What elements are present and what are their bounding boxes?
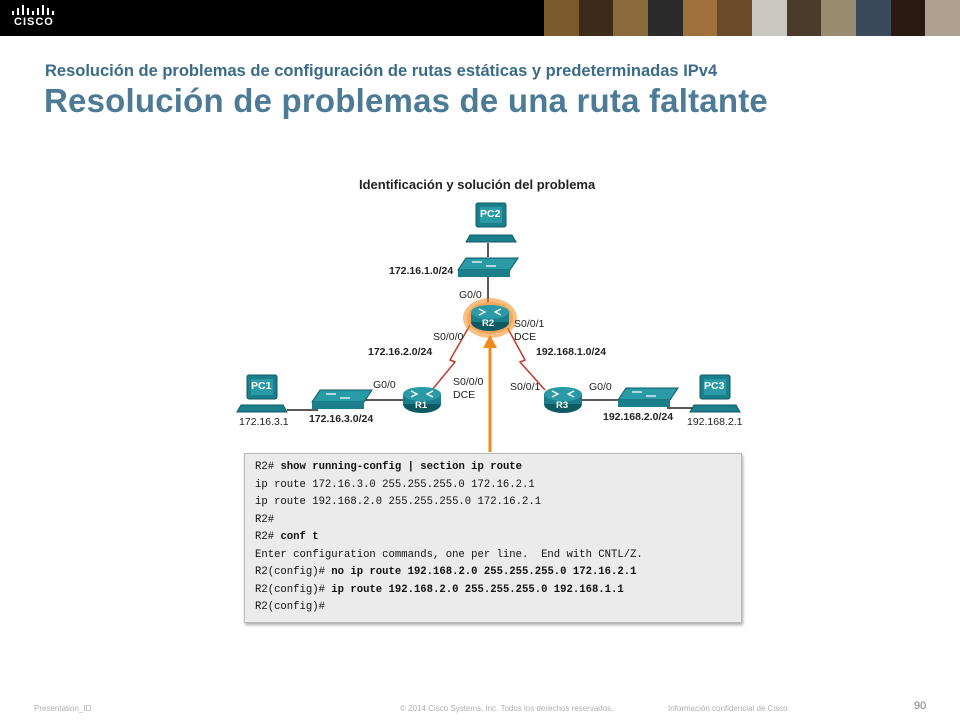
r2-label: R2 <box>482 318 495 329</box>
net-right-wan-label: 192.168.1.0/24 <box>536 346 607 358</box>
serial-link-r1-r2 <box>431 324 471 391</box>
r1-g00-label: G0/0 <box>373 379 396 391</box>
cli-output-panel: R2# show running-config | section ip rou… <box>244 453 742 623</box>
cli-line: R2(config)# ip route 192.168.2.0 255.255… <box>255 583 624 596</box>
r1-s000-label: S0/0/0 <box>453 376 484 388</box>
cli-line: R2(config)# <box>255 601 325 613</box>
pc3-ip-label: 192.168.2.1 <box>687 416 743 428</box>
pc2-label: PC2 <box>480 208 501 220</box>
net-right-lan-label: 192.168.2.0/24 <box>603 411 674 423</box>
r2-dce-label: DCE <box>514 331 537 343</box>
serial-link-r2-r3 <box>505 324 546 391</box>
cisco-logo-icon <box>12 5 54 15</box>
cli-line: R2# <box>255 513 275 526</box>
r2-g00-label: G0/0 <box>459 289 482 301</box>
cli-line: ip route 172.16.3.0 255.255.255.0 172.16… <box>255 478 535 491</box>
diagram-title: Identificación y solución del problema <box>359 177 596 192</box>
footer-copyright: © 2014 Cisco Systems, Inc. Todos los der… <box>400 704 614 713</box>
r3-s001-label: S0/0/1 <box>510 381 541 393</box>
net-left-wan-label: 172.16.2.0/24 <box>368 346 433 358</box>
header-bar: CISCO <box>0 0 960 36</box>
pc1-label: PC1 <box>251 380 272 392</box>
r2-s001-label: S0/0/1 <box>514 318 545 330</box>
net-left-lan-label: 172.16.3.0/24 <box>309 413 374 425</box>
cli-line: R2(config)# no ip route 192.168.2.0 255.… <box>255 566 637 578</box>
pc3-label: PC3 <box>704 380 725 392</box>
switch-top-icon <box>457 257 519 277</box>
page-title: Resolución de problemas de una ruta falt… <box>44 82 768 119</box>
cli-line: ip route 192.168.2.0 255.255.255.0 172.1… <box>255 496 542 508</box>
footer-presentation-id: Presentation_ID <box>34 704 92 713</box>
router-r3-icon <box>544 387 582 413</box>
pc2-icon <box>465 202 517 243</box>
photo-strip <box>544 0 960 36</box>
logo-text: CISCO <box>14 16 54 28</box>
pc1-icon <box>236 374 288 413</box>
router-r1-icon <box>403 387 441 413</box>
switch-left-icon <box>311 389 373 409</box>
pc1-ip-label: 172.16.3.1 <box>239 416 289 428</box>
net-top-label: 172.16.1.0/24 <box>389 265 454 277</box>
cli-line: R2# conf t <box>255 531 319 543</box>
r1-label: R1 <box>415 400 428 411</box>
r2-s000-label: S0/0/0 <box>433 331 464 343</box>
cli-line: Enter configuration commands, one per li… <box>255 548 643 561</box>
r3-label: R3 <box>556 400 569 411</box>
cli-line: R2# show running-config | section ip rou… <box>255 461 523 473</box>
switch-right-icon <box>617 387 679 407</box>
r1-dce-label: DCE <box>453 389 476 401</box>
footer-confidential: Información confidencial de Cisco <box>668 704 788 713</box>
section-subtitle: Resolución de problemas de configuración… <box>45 62 718 80</box>
page-number: 90 <box>914 700 927 712</box>
r3-g00-label: G0/0 <box>589 381 612 393</box>
router-r2-icon <box>463 298 517 338</box>
pc3-icon <box>689 374 741 413</box>
